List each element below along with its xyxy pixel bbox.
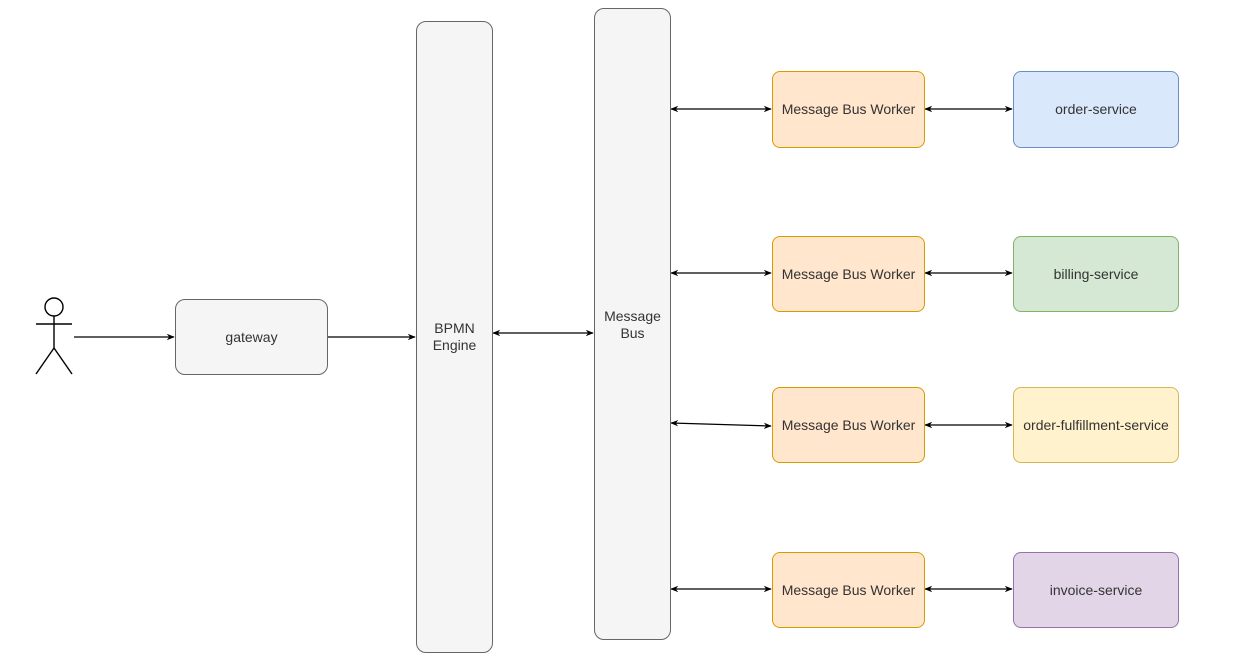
- worker-label: Message Bus Worker: [781, 581, 916, 598]
- message-bus-worker-2[interactable]: Message Bus Worker: [772, 236, 925, 312]
- service-label: billing-service: [1053, 265, 1139, 282]
- worker-label: Message Bus Worker: [781, 101, 916, 117]
- gateway-label: gateway: [225, 328, 278, 345]
- actor-icon: [35, 297, 73, 375]
- service-label: order-service: [1055, 101, 1137, 117]
- connector-message_bus-to-workers-2: [670, 420, 772, 429]
- service-label: invoice-service: [1049, 581, 1143, 598]
- worker-label: Message Bus Worker: [781, 265, 916, 282]
- message-bus-worker-4[interactable]: Message Bus Worker: [772, 552, 925, 628]
- bpmn-engine-label: BPMN Engine: [432, 320, 477, 353]
- bpmn-engine-node[interactable]: BPMN Engine: [416, 21, 493, 653]
- gateway-node[interactable]: gateway: [175, 299, 328, 375]
- message-bus-label: Message Bus: [604, 308, 661, 341]
- message-bus-node[interactable]: Message Bus: [594, 8, 671, 640]
- message-bus-worker-1[interactable]: Message Bus Worker: [772, 71, 925, 148]
- order-service-node[interactable]: order-service: [1013, 71, 1179, 148]
- invoice-service-node[interactable]: invoice-service: [1013, 552, 1179, 628]
- order-fulfillment-service-node[interactable]: order-fulfillment-service: [1013, 387, 1179, 463]
- billing-service-node[interactable]: billing-service: [1013, 236, 1179, 312]
- message-bus-worker-3[interactable]: Message Bus Worker: [772, 387, 925, 463]
- service-label: order-fulfillment-service: [1023, 416, 1169, 433]
- worker-label: Message Bus Worker: [781, 416, 916, 433]
